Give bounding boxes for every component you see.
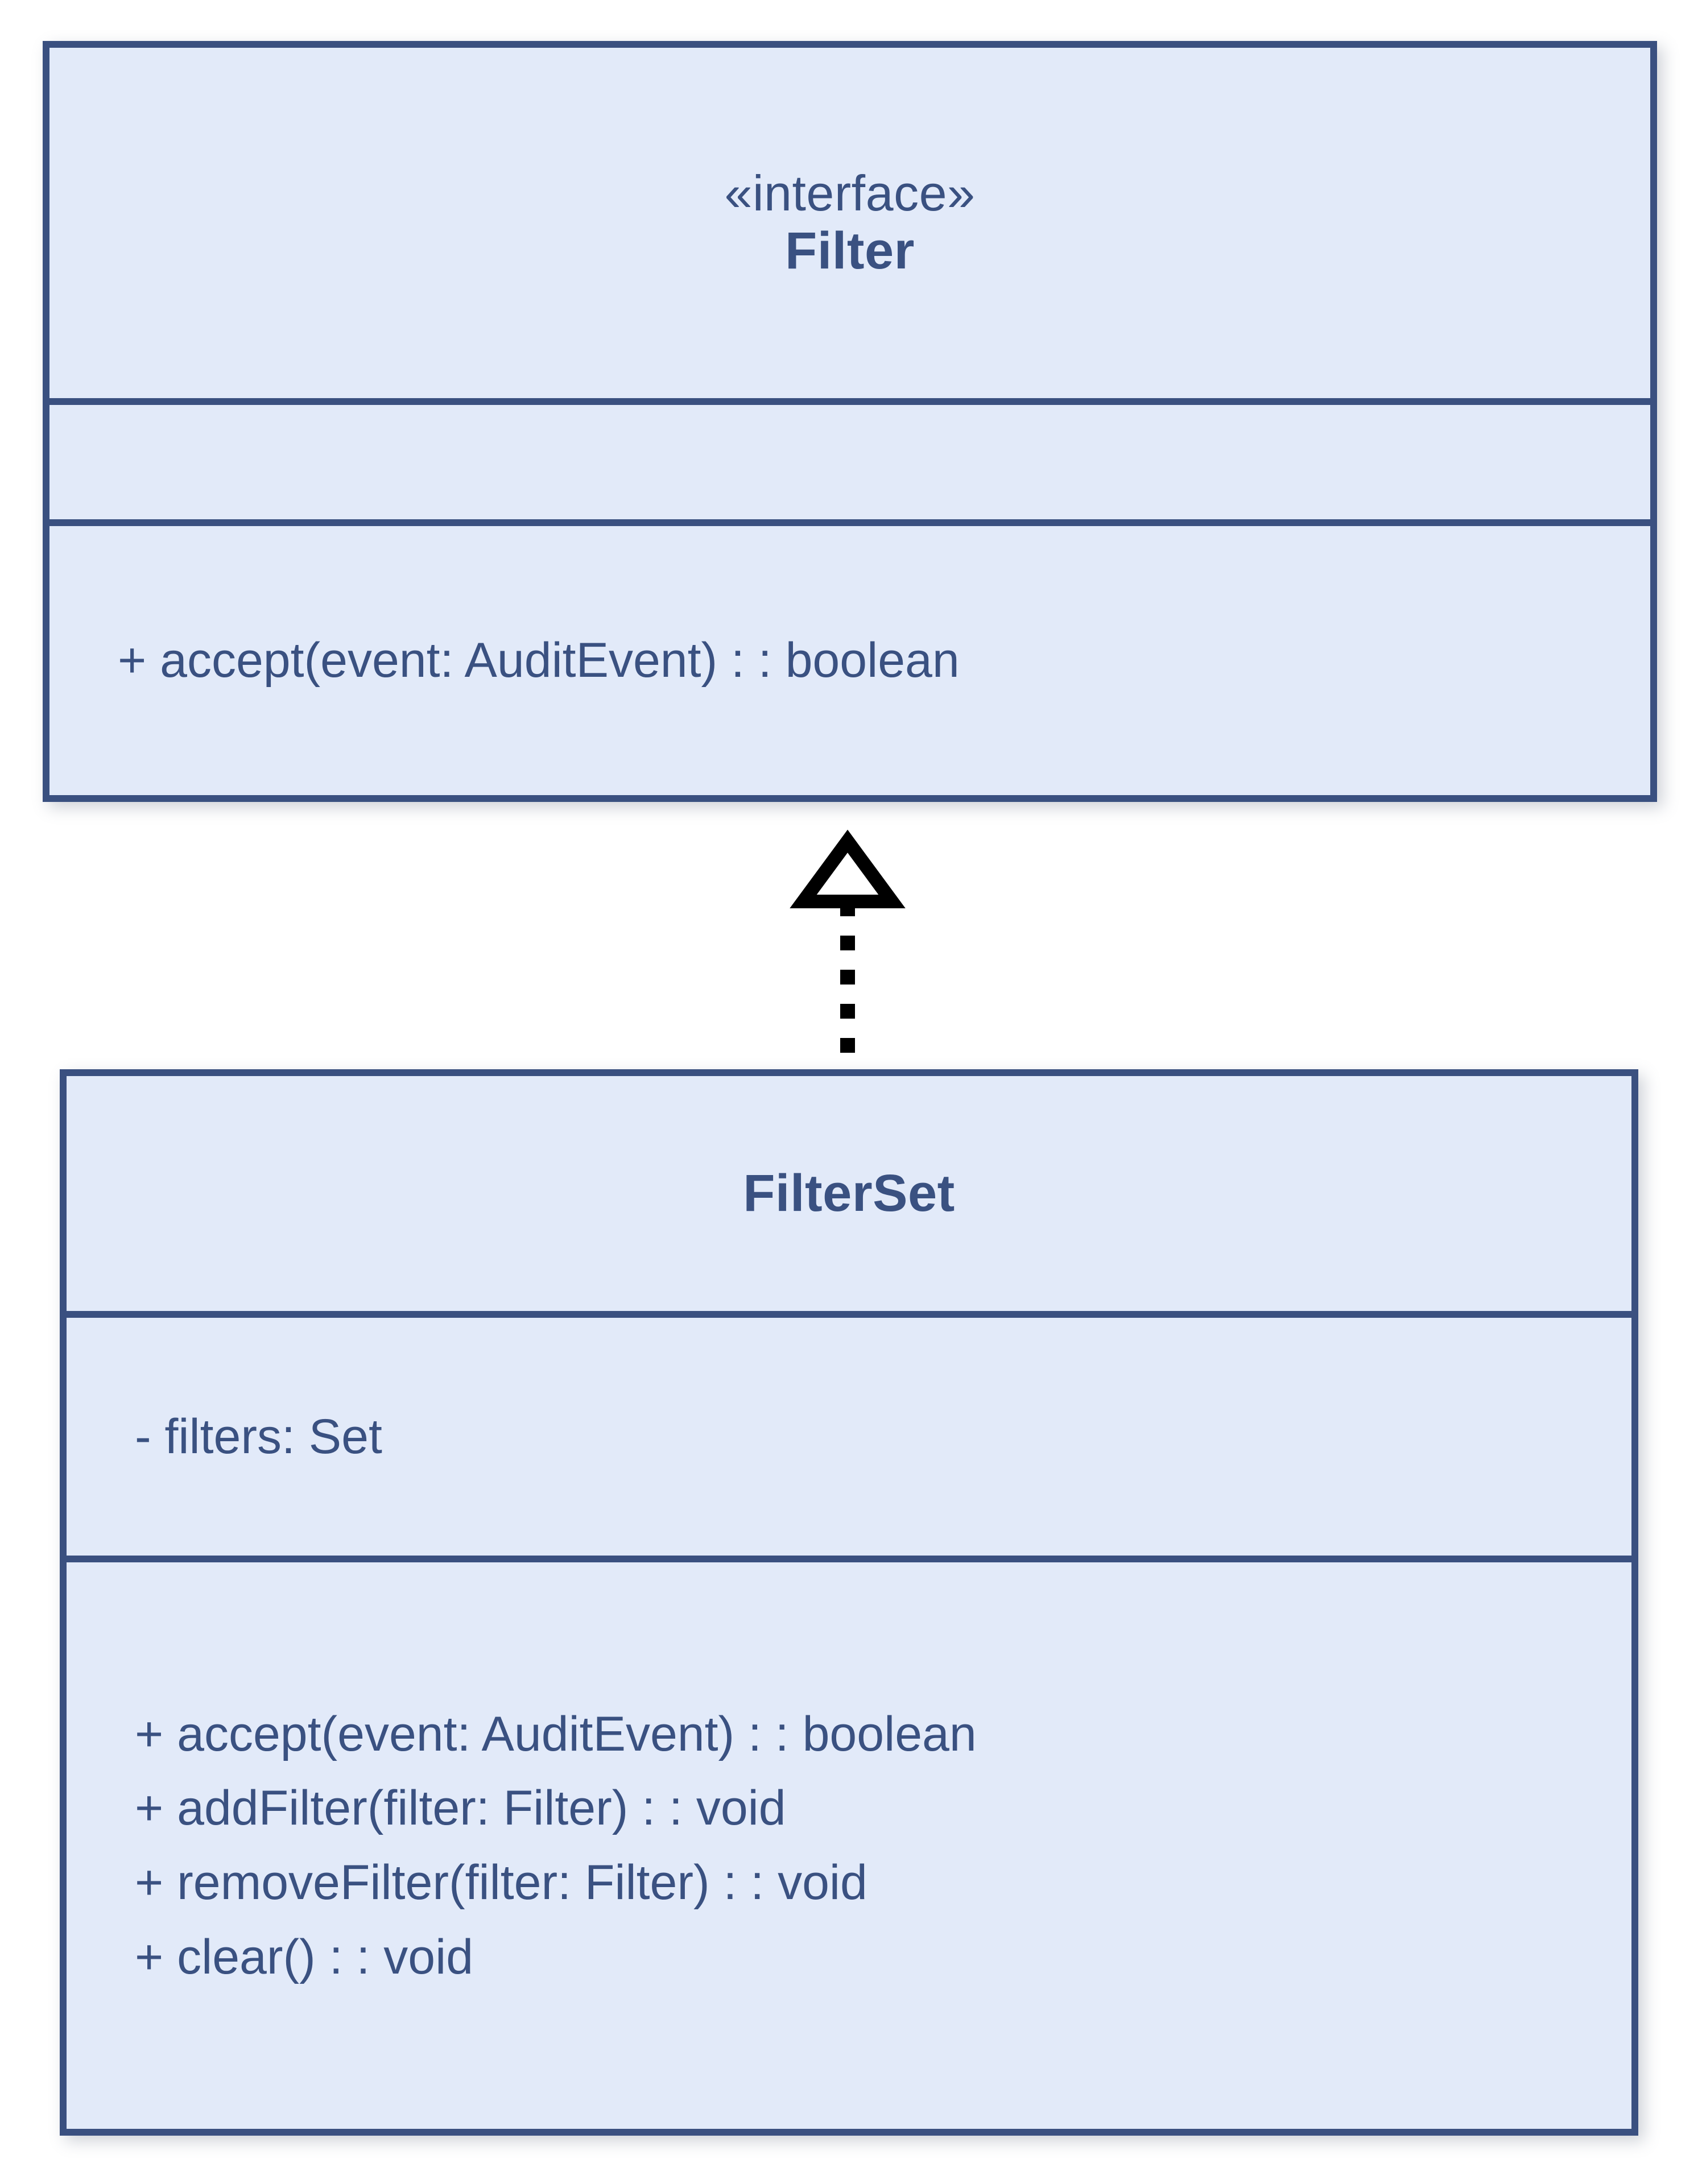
class-filterset-method-row: + addFilter(filter: Filter) : : void xyxy=(135,1781,786,1836)
uml-class-filter[interactable]: «interface» Filter + accept(event: Audit… xyxy=(43,41,1657,802)
realization-connector-svg xyxy=(790,829,906,1075)
realization-connector-filterset-to-filter xyxy=(790,829,906,1075)
class-filter-methods-compartment: + accept(event: AuditEvent) : : boolean xyxy=(49,519,1650,795)
class-filterset-method-row: + clear() : : void xyxy=(135,1929,474,1984)
class-filterset-title-compartment: FilterSet xyxy=(67,1076,1631,1311)
class-filter-title-compartment: «interface» Filter xyxy=(49,48,1650,398)
class-filter-stereotype: «interface» xyxy=(724,165,976,222)
class-filterset-attribute-row: - filters: Set xyxy=(135,1409,382,1464)
class-filterset-attributes-compartment: - filters: Set xyxy=(67,1311,1631,1556)
class-filterset-methods-compartment: + accept(event: AuditEvent) : : boolean … xyxy=(67,1556,1631,2129)
class-filterset-method-row: + removeFilter(filter: Filter) : : void xyxy=(135,1855,867,1910)
class-filter-name: Filter xyxy=(785,221,915,280)
class-filterset-name: FilterSet xyxy=(743,1164,955,1222)
realization-hollow-triangle-icon xyxy=(790,829,906,908)
class-filter-attributes-compartment xyxy=(49,398,1650,519)
class-filter-method-row: + accept(event: AuditEvent) : : boolean xyxy=(118,633,960,688)
uml-class-filterset[interactable]: FilterSet - filters: Set + accept(event:… xyxy=(60,1069,1638,2136)
class-filterset-method-row: + accept(event: AuditEvent) : : boolean xyxy=(135,1706,977,1761)
